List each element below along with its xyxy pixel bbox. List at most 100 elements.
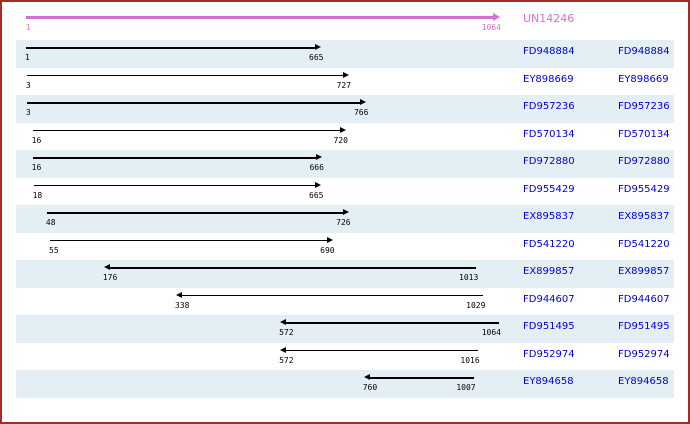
alignment-bar[interactable] xyxy=(46,212,344,214)
row-stripe xyxy=(16,233,674,261)
hit-start-coordinate: 55 xyxy=(49,245,59,255)
hit-row[interactable]: 55 690 FD541220 FD541220 xyxy=(2,233,688,261)
hit-end-coordinate: 1013 xyxy=(459,273,479,282)
arrowhead-right-icon xyxy=(326,236,333,243)
arrowhead-right-icon xyxy=(315,154,322,160)
hit-row[interactable]: 338 1029 FD944607 FD944607 xyxy=(2,288,688,316)
alignment-bar[interactable] xyxy=(50,239,328,241)
hit-start-coordinate: 16 xyxy=(31,163,42,172)
hit-accession-link[interactable]: FD955429 xyxy=(523,183,575,195)
hit-end-coordinate: 766 xyxy=(353,108,369,117)
hit-accession-label[interactable]: FD541220 xyxy=(618,238,670,250)
hit-end-coordinate: 690 xyxy=(320,245,335,255)
row-stripe xyxy=(16,370,674,398)
hit-accession-link[interactable]: EY894658 xyxy=(523,376,574,387)
arrowhead-right-icon xyxy=(360,99,367,105)
hit-accession-link[interactable]: FD570134 xyxy=(523,128,575,140)
hit-row[interactable]: 3 766 FD957236 FD957236 xyxy=(2,95,688,123)
hit-accession-label[interactable]: EY894658 xyxy=(618,376,669,387)
alignment-bar[interactable] xyxy=(108,267,477,269)
hit-start-coordinate: 572 xyxy=(279,355,294,365)
row-stripe xyxy=(16,260,674,288)
alignment-bar[interactable] xyxy=(285,349,478,351)
hit-end-coordinate: 1029 xyxy=(466,300,486,310)
alignment-bar[interactable] xyxy=(26,47,317,49)
hit-accession-label[interactable]: EX895837 xyxy=(618,211,670,222)
hit-accession-label[interactable]: FD948884 xyxy=(618,46,670,57)
arrowhead-right-icon xyxy=(343,71,350,78)
arrowhead-left-icon xyxy=(363,374,370,380)
alignment-bar[interactable] xyxy=(32,129,341,131)
hit-accession-link[interactable]: FD541220 xyxy=(523,238,575,250)
query-ruler: 1 1064 UN14246 xyxy=(2,2,688,40)
alignment-bar[interactable] xyxy=(180,294,484,296)
hit-accession-link[interactable]: FD957236 xyxy=(523,101,575,112)
hit-start-coordinate: 3 xyxy=(25,80,31,90)
hit-accession-link[interactable]: EX899857 xyxy=(523,266,575,277)
hit-accession-label[interactable]: FD951495 xyxy=(618,321,670,332)
arrowhead-left-icon xyxy=(103,264,110,270)
hit-accession-label[interactable]: EX899857 xyxy=(618,266,670,277)
hit-row[interactable]: 16 666 FD972880 FD972880 xyxy=(2,150,688,178)
hit-accession-label[interactable]: FD955429 xyxy=(618,183,670,195)
row-stripe xyxy=(16,288,674,316)
hit-start-coordinate: 760 xyxy=(362,383,378,392)
query-bar-arrowhead-icon xyxy=(493,13,500,21)
hit-row[interactable]: 176 1013 EX899857 EX899857 xyxy=(2,260,688,288)
hit-end-coordinate: 727 xyxy=(336,80,352,90)
alignment-bar[interactable] xyxy=(26,102,362,104)
hit-accession-link[interactable]: EX895837 xyxy=(523,211,575,222)
hit-accession-label[interactable]: FD952974 xyxy=(618,348,670,360)
alignment-bar[interactable] xyxy=(33,184,317,186)
arrowhead-right-icon xyxy=(342,209,349,215)
hit-accession-label[interactable]: FD957236 xyxy=(618,101,670,112)
query-bar-line xyxy=(26,16,494,19)
hit-accession-link[interactable]: FD972880 xyxy=(523,156,575,167)
hit-start-coordinate: 3 xyxy=(25,108,31,117)
arrowhead-left-icon xyxy=(280,346,287,353)
arrowhead-left-icon xyxy=(280,319,287,325)
alignment-bar[interactable] xyxy=(285,322,499,324)
hit-row[interactable]: 3 727 EY898669 EY898669 xyxy=(2,68,688,96)
hit-end-coordinate: 720 xyxy=(333,135,348,145)
query-sequence-name: UN14246 xyxy=(523,12,575,25)
hit-end-coordinate: 665 xyxy=(309,190,324,200)
hit-row[interactable]: 572 1016 FD952974 FD952974 xyxy=(2,343,688,371)
hit-start-coordinate: 176 xyxy=(102,273,118,282)
arrowhead-right-icon xyxy=(315,44,322,50)
row-stripe xyxy=(16,315,674,343)
hit-start-coordinate: 572 xyxy=(279,328,294,337)
hit-row[interactable]: 1 665 FD948884 FD948884 xyxy=(2,40,688,68)
row-stripe xyxy=(16,178,674,206)
alignment-bar[interactable] xyxy=(26,74,345,76)
hit-accession-label[interactable]: FD972880 xyxy=(618,156,670,167)
hit-accession-link[interactable]: EY898669 xyxy=(523,73,574,85)
hit-accession-label[interactable]: EY898669 xyxy=(618,73,669,85)
hit-accession-label[interactable]: FD570134 xyxy=(618,128,670,140)
hit-end-coordinate: 666 xyxy=(309,163,324,172)
hit-row[interactable]: 16 720 FD570134 FD570134 xyxy=(2,123,688,151)
hit-end-coordinate: 1016 xyxy=(460,355,480,365)
hit-accession-link[interactable]: FD944607 xyxy=(523,293,575,305)
alignment-bar[interactable] xyxy=(368,377,474,379)
query-end-coordinate: 1064 xyxy=(481,23,501,32)
alignment-bar[interactable] xyxy=(32,157,317,159)
hit-rows-container: 1 665 FD948884 FD948884 3 727 EY898669 EY898669… xyxy=(2,40,688,398)
hit-accession-label[interactable]: FD944607 xyxy=(618,293,670,305)
row-stripe xyxy=(16,95,674,123)
hit-start-coordinate: 1 xyxy=(25,53,30,62)
arrowhead-right-icon xyxy=(315,181,322,188)
hit-accession-link[interactable]: FD951495 xyxy=(523,321,575,332)
hit-accession-link[interactable]: FD948884 xyxy=(523,46,575,57)
hit-end-coordinate: 665 xyxy=(309,53,324,62)
hit-start-coordinate: 338 xyxy=(174,300,190,310)
hit-start-coordinate: 16 xyxy=(31,135,42,145)
hit-start-coordinate: 48 xyxy=(45,218,56,227)
hit-accession-link[interactable]: FD952974 xyxy=(523,348,575,360)
query-start-coordinate: 1 xyxy=(26,23,31,32)
